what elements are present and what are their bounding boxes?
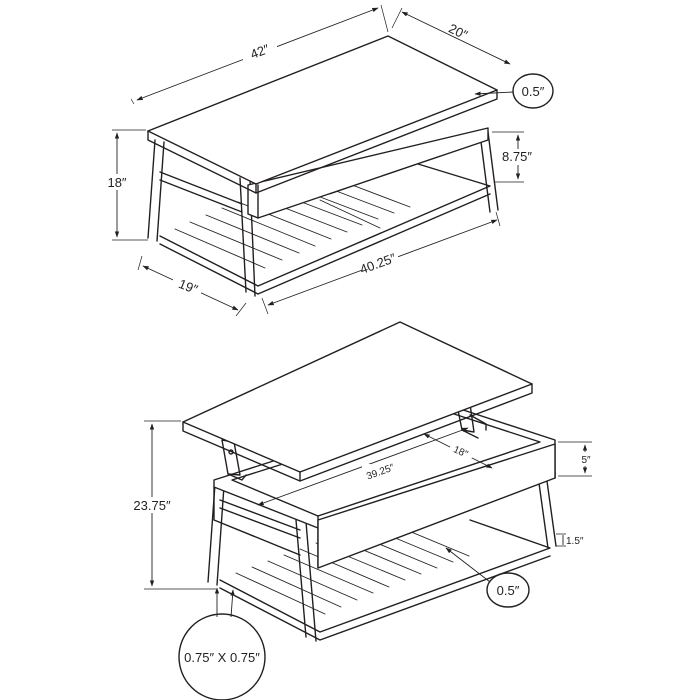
label-drawer-height: 8.75″ (502, 149, 532, 164)
label-depth: 20″ (446, 21, 470, 43)
dim-drawer-height: 8.75″ (492, 131, 536, 183)
label-shelf-thickness: 0.5″ (497, 583, 520, 598)
lower-shelf-lifted (219, 518, 551, 641)
label-side-width: 19″ (177, 276, 201, 297)
label-height: 18″ (107, 175, 126, 190)
dim-base-length: 40.25″ (261, 211, 501, 315)
callout-top-thickness: 0.5″ (474, 73, 554, 109)
callout-leg-profile: 0.75″ X 0.75″ (178, 587, 266, 700)
callout-shelf-thickness: 0.5″ (445, 547, 530, 608)
label-leg-offset: 1.5″ (566, 536, 584, 547)
closed-table-drawing: 42″ 20″ 0.5″ 18″ 8.75″ (104, 4, 554, 317)
dim-height: 18″ (104, 129, 148, 241)
legs-lifted (207, 473, 557, 642)
dim-side-width: 19″ (137, 255, 247, 317)
dim-compartment-depth: 18″ (423, 433, 493, 469)
label-leg-profile: 0.75″ X 0.75″ (184, 650, 260, 665)
dim-length: 42″ (130, 4, 389, 105)
label-lifted-height: 23.75″ (133, 498, 171, 513)
label-length: 42″ (248, 41, 272, 62)
table-top (147, 35, 498, 194)
drawer-box (247, 127, 489, 219)
legs (147, 131, 499, 297)
dim-leg-offset: 1.5″ (556, 533, 584, 547)
label-compartment-height: 5″ (581, 455, 591, 466)
dim-compartment-height: 5″ (558, 441, 594, 477)
dim-lifted-height: 23.75″ (125, 420, 216, 590)
label-top-thickness: 0.5″ (522, 84, 545, 99)
lifted-table-drawing: 23.75″ 39.25″ 18″ 5″ 1.5″ (125, 321, 594, 700)
